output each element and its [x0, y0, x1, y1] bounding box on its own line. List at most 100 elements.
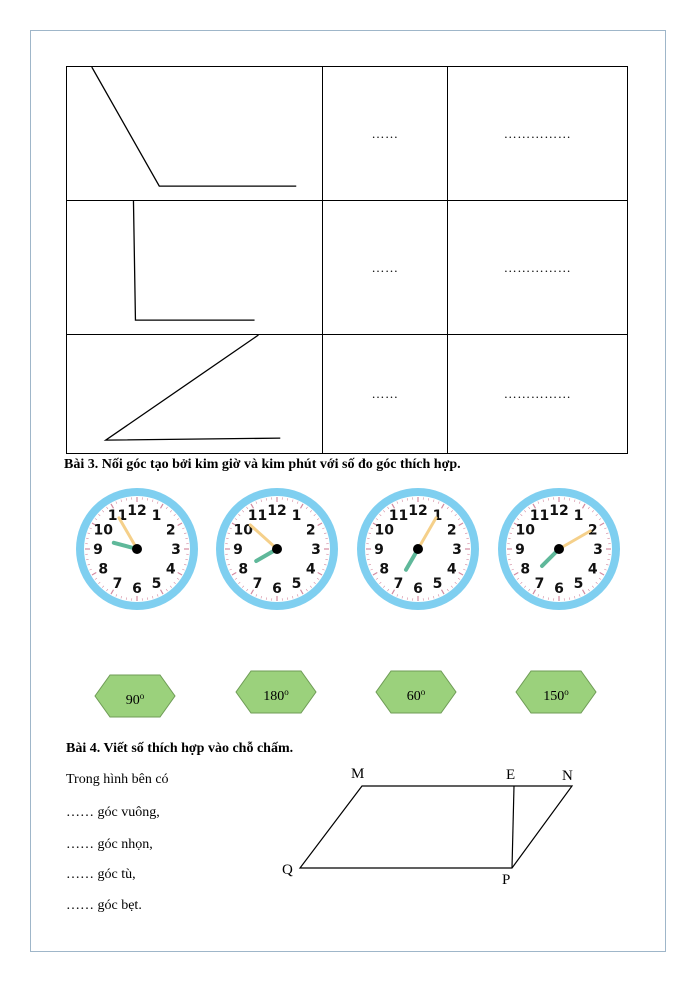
clock-tick — [372, 522, 378, 527]
clock-number: 1 — [574, 508, 584, 524]
straight-angle-count-line[interactable]: …… góc bẹt. — [66, 898, 142, 913]
clock-tick — [91, 571, 97, 576]
right-angle-count-line[interactable]: …… góc vuông, — [66, 805, 160, 820]
clock-tick — [568, 498, 571, 501]
clock-tick — [165, 588, 168, 592]
clock-number: 11 — [248, 508, 267, 524]
clock-number: 9 — [374, 542, 384, 558]
clock-tick — [437, 594, 440, 597]
clock-tick — [370, 568, 373, 571]
clock-tick — [440, 503, 445, 509]
parallelogram-figure: M E N Q P — [282, 766, 574, 888]
clock-number: 1 — [292, 508, 302, 524]
clock-tick — [513, 522, 519, 527]
angle-measure-cell[interactable]: …………… — [447, 200, 628, 335]
clock-tick — [94, 577, 98, 580]
clock-number: 7 — [253, 576, 263, 592]
clock-center — [132, 544, 142, 554]
clock-number: 2 — [306, 523, 316, 539]
clock-tick — [595, 581, 598, 585]
clock-number: 6 — [272, 581, 282, 597]
angle-option-hexagon[interactable]: 90o — [94, 674, 176, 718]
clock-tick — [598, 577, 602, 580]
clock-tick — [234, 577, 238, 580]
angle-name-cell[interactable]: …… — [322, 334, 448, 454]
clock-tick — [106, 588, 109, 592]
clock-number: 11 — [108, 508, 127, 524]
clock-tick — [396, 594, 399, 597]
clock-tick — [454, 513, 457, 517]
obtuse-angle-count-line[interactable]: …… góc tù, — [66, 867, 136, 882]
clock-tick — [226, 558, 229, 561]
clock-number: 8 — [238, 562, 248, 578]
acute-angle-count-line[interactable]: …… góc nhọn, — [66, 837, 153, 852]
clock-tick — [367, 537, 370, 540]
blank-dots: …………… — [503, 259, 572, 275]
label-p: P — [502, 872, 510, 888]
clock-number: 9 — [93, 542, 103, 558]
right-angle-figure — [66, 200, 323, 335]
clock-tick — [509, 564, 513, 566]
clock-number: 6 — [413, 581, 423, 597]
exercise-4-intro: Trong hình bên có — [66, 772, 169, 787]
blank-dots: …… — [371, 386, 399, 401]
clock-number: 8 — [379, 562, 389, 578]
clock-tick — [427, 597, 430, 600]
clock-number: 1 — [152, 508, 162, 524]
clock-tick — [309, 510, 313, 513]
clock-tick — [396, 501, 399, 504]
exercise-4-heading: Bài 4. Viết số thích hợp vào chỗ chấm. — [66, 741, 294, 756]
clock-number: 4 — [588, 562, 598, 578]
clock-tick — [427, 498, 430, 501]
clock-tick — [241, 585, 245, 588]
clock-tick — [466, 537, 469, 540]
angle-name-cell[interactable]: …… — [322, 66, 448, 201]
angle-name-cell[interactable]: …… — [322, 200, 448, 335]
clock-number: 10 — [233, 523, 253, 539]
clock-tick — [587, 506, 590, 510]
clock-tick — [458, 522, 464, 527]
clock-tick — [313, 581, 316, 585]
hexagon-shape — [515, 670, 597, 714]
clock-number: 3 — [311, 542, 321, 558]
angle-option-hexagon[interactable]: 60o — [375, 670, 457, 714]
minute-hand — [416, 516, 438, 551]
clock-tick — [296, 501, 299, 504]
clock-tick — [509, 532, 513, 534]
clock-tick — [305, 588, 308, 592]
clock-tick — [322, 568, 325, 571]
clock-number: 4 — [166, 562, 176, 578]
clock-tick — [382, 510, 386, 513]
angle-measure-cell[interactable]: …………… — [447, 66, 628, 201]
clock-tick — [391, 589, 396, 595]
angle-option-hexagon[interactable]: 150o — [515, 670, 597, 714]
clock-tick — [528, 588, 531, 592]
clock-number: 11 — [530, 508, 549, 524]
angle-option-hexagon[interactable]: 180o — [235, 670, 317, 714]
clock-tick — [173, 581, 176, 585]
clock-tick — [115, 594, 118, 597]
hexagon-shape — [375, 670, 457, 714]
clock-tick — [316, 518, 320, 521]
clock-tick — [183, 532, 187, 534]
clock-tick — [581, 503, 586, 509]
clock-tick — [574, 595, 576, 599]
clock-number: 10 — [515, 523, 535, 539]
clock-tick — [98, 581, 101, 585]
clock-tick — [547, 498, 550, 501]
clock-tick — [511, 568, 514, 571]
clock-tick — [156, 501, 159, 504]
label-m: M — [351, 766, 364, 782]
clock-tick — [604, 568, 607, 571]
angle-measure-cell[interactable]: …………… — [447, 334, 628, 454]
clock-tick — [450, 585, 454, 588]
clock-tick — [234, 518, 238, 521]
clock-tick — [152, 595, 154, 599]
clock-tick — [578, 594, 581, 597]
clock-tick — [463, 527, 466, 530]
clock-tick — [165, 506, 168, 510]
